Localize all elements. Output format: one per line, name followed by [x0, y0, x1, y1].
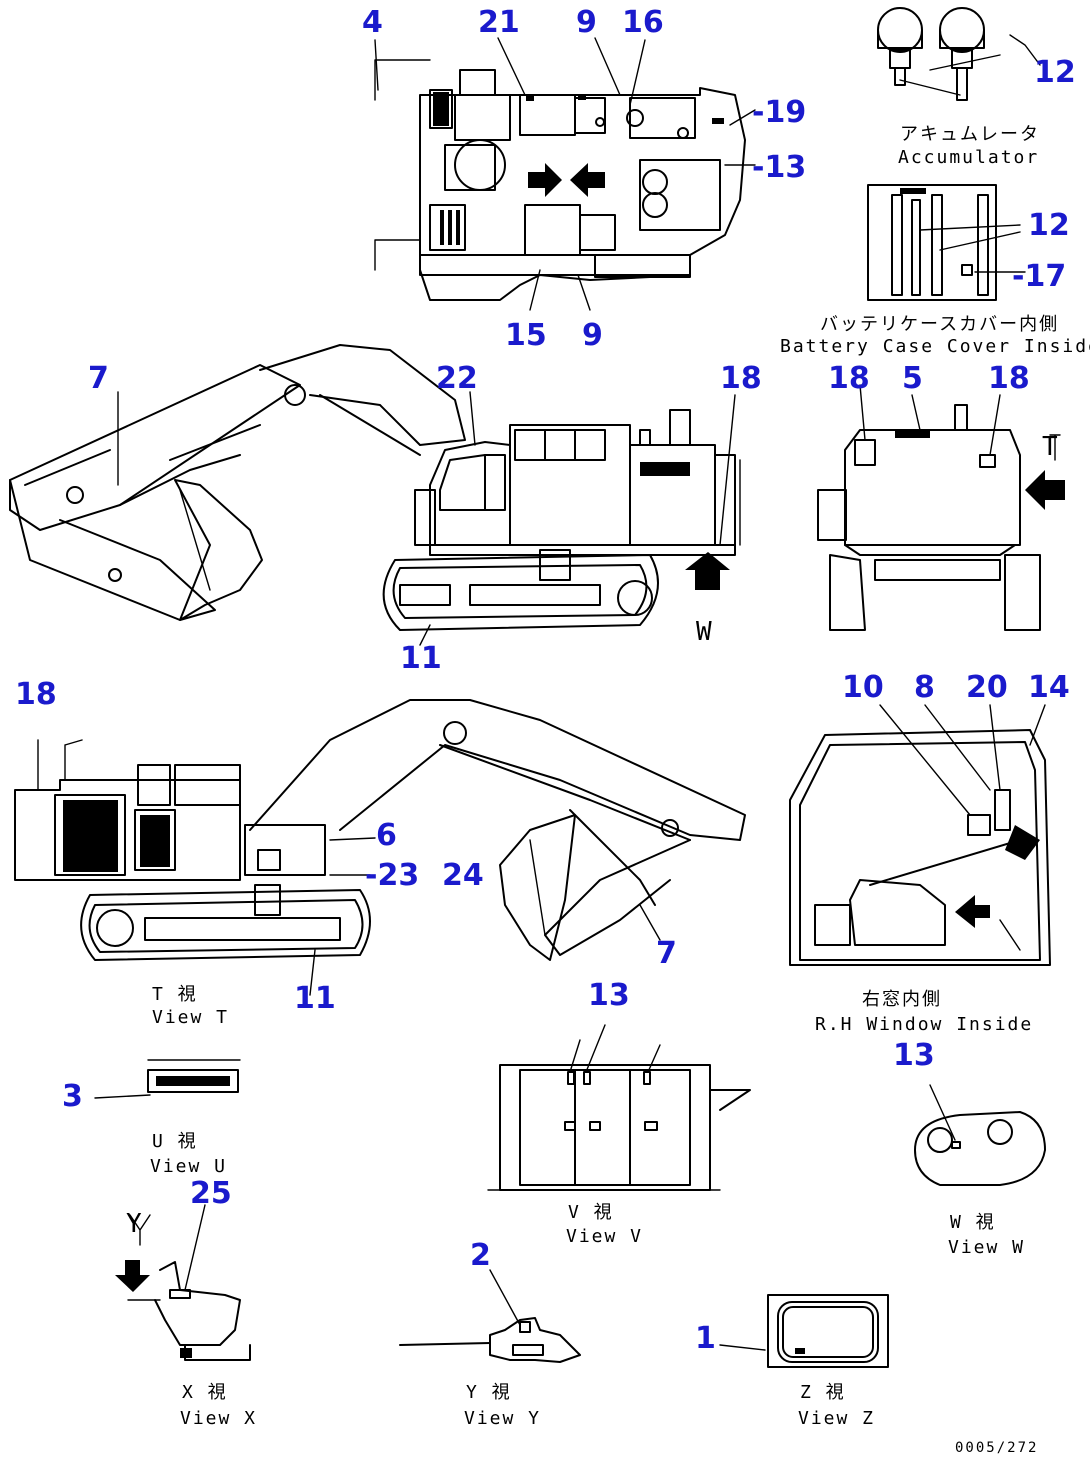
- caption-view-x-en: View X: [180, 1408, 257, 1429]
- callout-14: 14: [1028, 670, 1070, 705]
- view-z: [719, 1294, 889, 1368]
- callout-4: 4: [362, 5, 383, 40]
- view-x: [115, 1204, 251, 1361]
- caption-battery-jp: バッテリケースカバー内側: [820, 314, 1059, 335]
- caption-view-t-jp: T 視: [152, 984, 198, 1005]
- callout-8: 8: [914, 670, 935, 705]
- callout-9: 9: [576, 5, 597, 40]
- callout-18: 18: [828, 361, 870, 396]
- caption-view-y-jp: Y 視: [466, 1382, 512, 1403]
- callout-9: 9: [582, 318, 603, 353]
- caption-view-z-en: View Z: [798, 1408, 875, 1429]
- captions: アキュムレータ Accumulator バッテリケースカバー内側 Battery…: [150, 124, 1090, 1456]
- caption-rh-window-jp: 右窓内側: [862, 989, 942, 1010]
- callout-18: 18: [988, 361, 1030, 396]
- callout-19: -19: [752, 95, 806, 130]
- callout-7: 7: [656, 936, 677, 971]
- callout-21: 21: [478, 5, 520, 40]
- view-letter-t: T: [1042, 432, 1058, 462]
- view-letters: W T Y: [126, 432, 1058, 1239]
- callout-24: 24: [442, 858, 484, 893]
- caption-battery-en: Battery Case Cover Inside: [780, 336, 1090, 357]
- view-u: [94, 1059, 241, 1099]
- battery-case-cover-view: [867, 184, 1026, 301]
- caption-accumulator-jp: アキュムレータ: [900, 124, 1040, 145]
- callout-23: -23: [365, 858, 419, 893]
- callout-11: 11: [294, 981, 336, 1016]
- view-letter-w: W: [696, 617, 712, 647]
- caption-view-z-jp: Z 視: [800, 1382, 846, 1403]
- callout-25: 25: [190, 1176, 232, 1211]
- callout-22: 22: [436, 361, 478, 396]
- callout-5: 5: [902, 361, 923, 396]
- view-v: [487, 1024, 751, 1191]
- footer-code: 0005/272: [955, 1440, 1038, 1456]
- callout-13: -13: [752, 150, 806, 185]
- callout-10: 10: [842, 670, 884, 705]
- callout-13: 13: [893, 1038, 935, 1073]
- caption-view-u-jp: U 視: [152, 1131, 198, 1152]
- accumulator-view: [877, 7, 1041, 101]
- caption-view-x-jp: X 視: [182, 1382, 228, 1403]
- callout-1: 1: [695, 1321, 716, 1356]
- caption-view-v-jp: V 視: [568, 1202, 614, 1223]
- callout-6: 6: [376, 818, 397, 853]
- callout-7: 7: [88, 361, 109, 396]
- caption-view-t-en: View T: [152, 1007, 229, 1028]
- callout-17: -17: [1012, 259, 1066, 294]
- caption-view-w-jp: W 視: [950, 1212, 996, 1233]
- callout-18: 18: [720, 361, 762, 396]
- view-w: [914, 1084, 1046, 1186]
- callout-16: 16: [622, 5, 664, 40]
- view-y: [399, 1269, 581, 1363]
- caption-view-y-en: View Y: [464, 1408, 541, 1429]
- caption-accumulator-en: Accumulator: [898, 147, 1039, 168]
- side-view-excavator: [9, 344, 741, 646]
- callout-12: 12: [1028, 208, 1070, 243]
- callout-15: 15: [505, 318, 547, 353]
- view-letter-y: Y: [126, 1209, 142, 1239]
- caption-view-v-en: View V: [566, 1226, 643, 1247]
- callout-11: 11: [400, 641, 442, 676]
- top-view-upper-structure: [374, 37, 756, 311]
- caption-view-w-en: View W: [948, 1237, 1025, 1258]
- rh-window-inside-view: [789, 704, 1051, 966]
- rear-view-excavator: [817, 384, 1065, 631]
- view-t-excavator: [14, 699, 746, 996]
- caption-view-u-en: View U: [150, 1156, 227, 1177]
- callout-12: 12: [1034, 55, 1076, 90]
- callout-18: 18: [15, 677, 57, 712]
- callout-20: 20: [966, 670, 1008, 705]
- callout-numbers: 4 21 9 16 12 -19 -13 12 -17 15 9 7 22 18…: [15, 5, 1076, 1356]
- callout-2: 2: [470, 1238, 491, 1273]
- callout-3: 3: [62, 1079, 83, 1114]
- caption-rh-window-en: R.H Window Inside: [815, 1014, 1033, 1035]
- callout-13: 13: [588, 978, 630, 1013]
